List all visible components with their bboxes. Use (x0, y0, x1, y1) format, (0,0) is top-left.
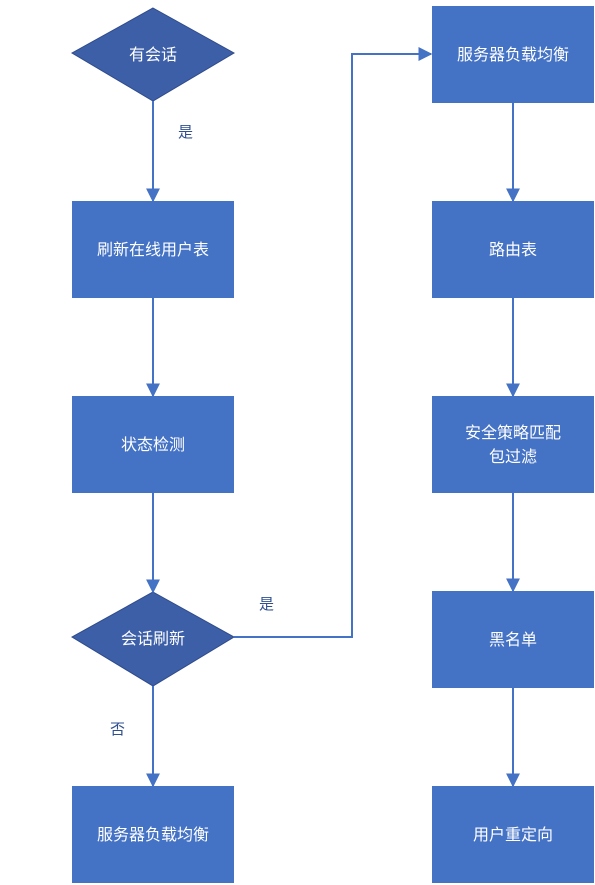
decision-session-refresh: 会话刷新 (72, 614, 234, 660)
process-security-policy-label-line2: 包过滤 (488, 446, 537, 466)
process-lb-top: 服务器负载均衡 (432, 6, 594, 103)
process-user-redirect: 用户重定向 (432, 786, 594, 883)
process-routing-table: 路由表 (432, 201, 594, 298)
process-lb-bottom: 服务器负载均衡 (72, 786, 234, 883)
process-status-check: 状态检测 (72, 396, 234, 493)
process-blacklist: 黑名单 (432, 591, 594, 688)
edge-label-no: 否 (110, 720, 126, 738)
edge-session-refresh-to-lb-top (234, 47, 433, 638)
process-lb-bottom-label: 服务器负载均衡 (96, 824, 209, 844)
process-status-check-label: 状态检测 (120, 434, 185, 454)
decision-session-refresh-label: 会话刷新 (120, 629, 185, 648)
process-routing-table-label: 路由表 (488, 239, 537, 259)
decision-has-session: 有会话 (72, 30, 234, 76)
process-refresh-online-users: 刷新在线用户表 (72, 201, 234, 298)
process-blacklist-label: 黑名单 (488, 629, 537, 649)
edge-label-yes-2: 是 (259, 595, 275, 613)
process-user-redirect-label: 用户重定向 (472, 824, 553, 844)
process-security-policy-label-line1: 安全策略匹配 (464, 422, 561, 442)
decision-has-session-label: 有会话 (128, 45, 177, 64)
process-security-policy: 安全策略匹配 包过滤 (432, 396, 594, 493)
edge-label-yes-1: 是 (178, 123, 194, 141)
process-refresh-online-users-label: 刷新在线用户表 (96, 239, 209, 259)
process-lb-top-label: 服务器负载均衡 (456, 44, 569, 64)
